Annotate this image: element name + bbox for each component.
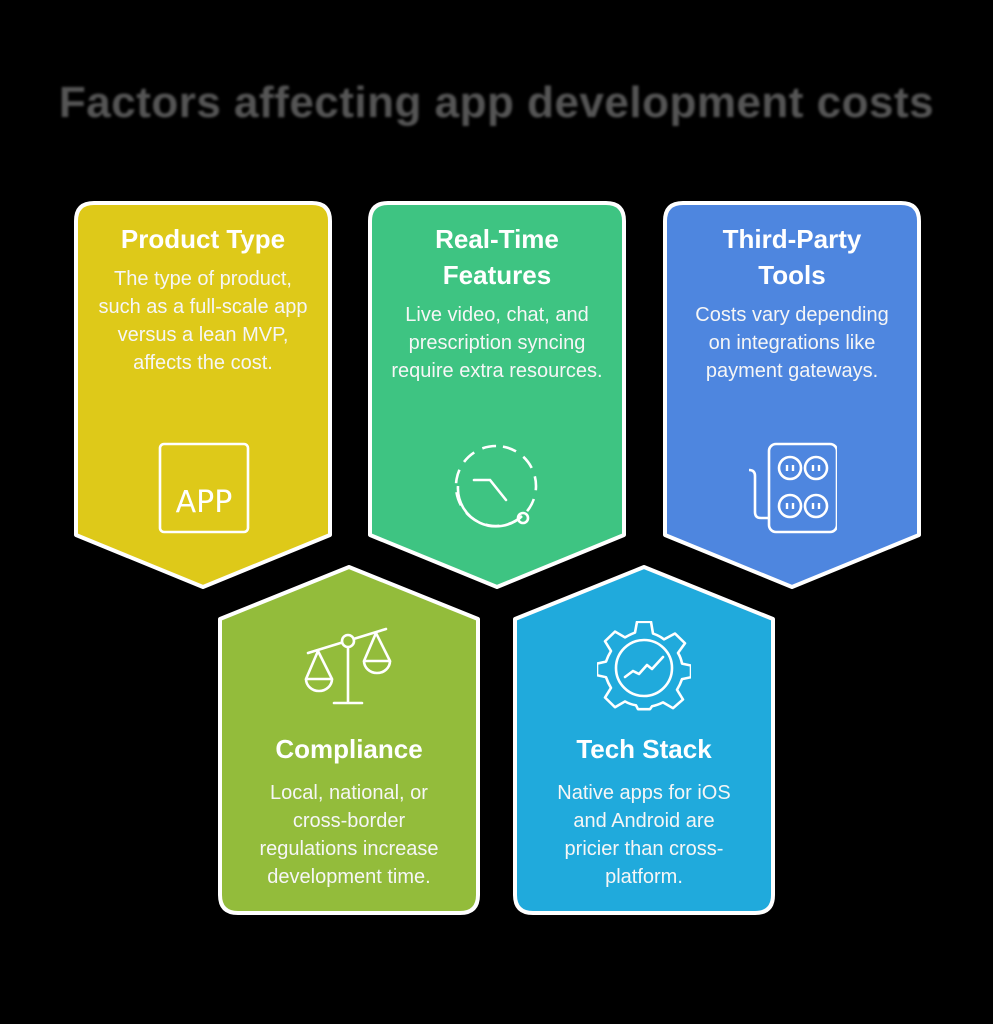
card-title: Product Type bbox=[120, 224, 286, 254]
page-title: Factors affecting app development costs bbox=[58, 78, 935, 127]
card-shape bbox=[513, 565, 775, 915]
card-shape bbox=[368, 201, 626, 589]
card-title: Tech Stack bbox=[576, 734, 712, 764]
card-third-party-tools: Third-Party Tools Costs vary depending o… bbox=[661, 199, 923, 591]
card-product-type: Product Type The type of product, such a… bbox=[72, 199, 334, 591]
card-shape bbox=[218, 565, 480, 915]
card-title: Third-Party Tools bbox=[722, 224, 862, 290]
card-description: Local, national, or cross-border regulat… bbox=[259, 782, 439, 888]
power-strip-icon bbox=[748, 442, 837, 534]
card-title: Compliance bbox=[275, 734, 423, 764]
card-description: Native apps for iOS and Android are pric… bbox=[557, 782, 731, 888]
card-description: The type of product, such as a full-scal… bbox=[98, 268, 308, 374]
scales-icon bbox=[304, 627, 392, 705]
app-icon-label: APP bbox=[176, 485, 233, 520]
gear-chart-icon bbox=[597, 621, 691, 711]
card-real-time-features: Real-Time Features Live video, chat, and… bbox=[366, 199, 628, 591]
card-title: Real-Time Features bbox=[435, 224, 559, 290]
card-shape bbox=[663, 201, 921, 589]
card-compliance: Compliance Local, national, or cross-bor… bbox=[216, 563, 482, 919]
card-description: Live video, chat, and prescription synci… bbox=[391, 304, 603, 382]
card-description: Costs vary depending on integrations lik… bbox=[695, 304, 889, 382]
card-shape bbox=[74, 201, 332, 589]
app-icon: APP bbox=[158, 442, 250, 534]
clock-sync-icon bbox=[454, 444, 538, 528]
card-tech-stack: Tech Stack Native apps for iOS and Andro… bbox=[511, 563, 777, 919]
